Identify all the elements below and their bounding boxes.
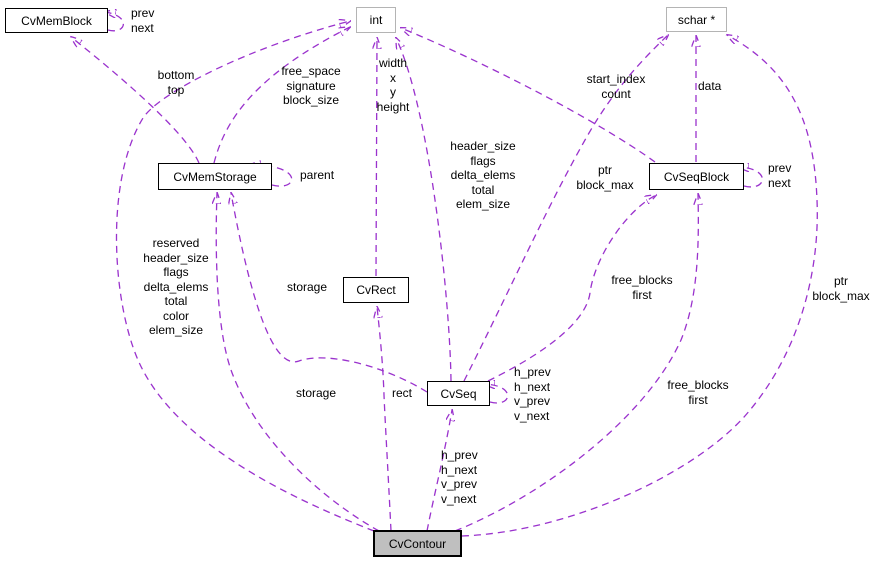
edge-cvmemblock-self	[105, 12, 124, 32]
edge-cvmemstorage-self-parent	[250, 165, 293, 187]
edge-label-data: data	[698, 79, 722, 93]
node-cvmemblock[interactable]: CvMemBlock	[5, 8, 108, 33]
node-cvrect[interactable]: CvRect	[343, 277, 409, 303]
edge-cvseq-cvmemstorage-storage	[231, 193, 428, 393]
edge-label-ptr-block-max-contour: ptr block_max	[812, 274, 870, 303]
edge-label-width-x-y-height: width x y height	[376, 56, 410, 114]
edge-label-cvmemblock-prev-next: prev next	[131, 6, 155, 35]
edge-cvcontour-cvmemstorage-storage	[216, 193, 380, 532]
edge-cvmemstorage-int-freespace	[213, 27, 350, 164]
edge-label-bottom-top: bottom top	[157, 68, 195, 97]
edge-label-storage-contour: storage	[296, 386, 337, 400]
edge-cvseq-self	[484, 384, 509, 404]
edge-label-free-space: free_space signature block_size	[281, 64, 341, 107]
edge-cvseq-cvseqblock-freeblocks	[487, 195, 656, 382]
edge-cvseq-schar-ptr	[463, 35, 668, 382]
node-cvseqblock[interactable]: CvSeqBlock	[649, 163, 744, 190]
edge-label-header-size-seq: header_size flags delta_elems total elem…	[450, 139, 516, 211]
edge-label-contour-hprev: h_prev h_next v_prev v_next	[441, 448, 478, 506]
edge-cvseqblock-int-startindex	[401, 28, 656, 163]
edge-label-start-index-count: start_index count	[586, 72, 646, 101]
edge-cvcontour-int-reserved	[115, 21, 375, 532]
node-cvseq[interactable]: CvSeq	[427, 381, 490, 406]
edge-label-seq-self-hprev: h_prev h_next v_prev v_next	[514, 365, 551, 423]
node-schar: schar *	[666, 7, 727, 32]
edge-label-free-blocks-seq: free_blocks first	[611, 273, 673, 302]
edge-label-storage-seq: storage	[287, 280, 328, 294]
edge-label-parent: parent	[300, 168, 335, 182]
edge-cvcontour-cvseq-hprev	[426, 410, 452, 532]
edge-cvseq-int-header	[396, 38, 452, 382]
edge-cvrect-int-width	[376, 38, 377, 277]
edge-cvcontour-schar-ptr	[461, 35, 818, 537]
edge-label-reserved-block: reserved header_size flags delta_elems t…	[143, 236, 209, 337]
edge-cvcontour-cvseqblock-freeblocks	[454, 194, 698, 532]
edge-label-rect: rect	[392, 386, 413, 400]
edge-cvmemstorage-cvmemblock	[71, 37, 200, 164]
node-cvmemstorage[interactable]: CvMemStorage	[158, 163, 272, 190]
edge-label-cvseqblock-prev-next: prev next	[768, 161, 792, 190]
node-int: int	[356, 7, 396, 33]
edge-label-ptr-block-max-seq: ptr block_max	[576, 163, 634, 192]
edge-label-free-blocks-contour: free_blocks first	[667, 378, 729, 407]
edge-cvcontour-cvrect-rect	[377, 307, 392, 532]
node-cvcontour: CvContour	[373, 530, 462, 557]
edge-cvseqblock-self	[738, 167, 764, 188]
